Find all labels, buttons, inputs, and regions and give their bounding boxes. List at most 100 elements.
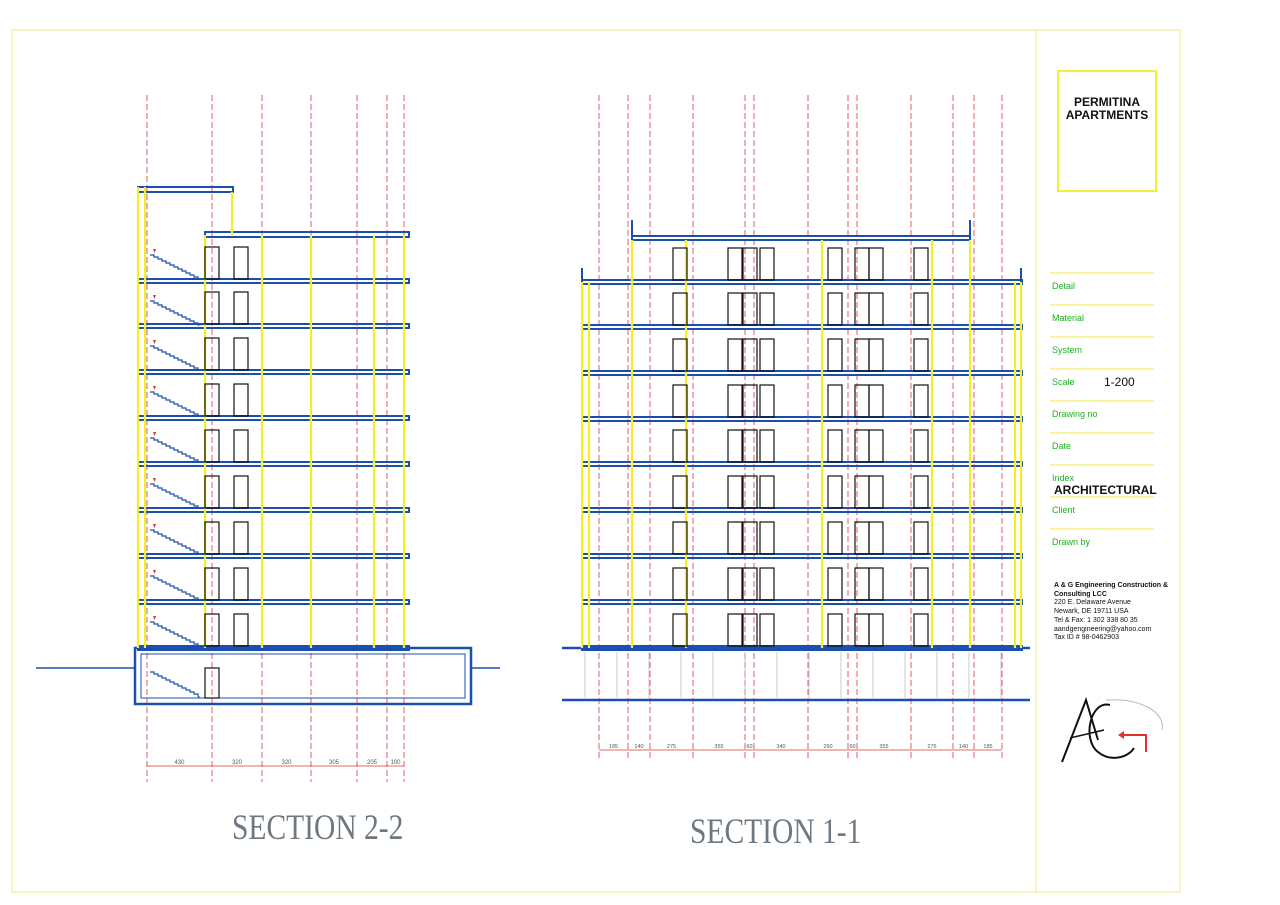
door	[827, 521, 843, 555]
door	[913, 613, 929, 647]
door	[672, 429, 688, 463]
field-detail-label: Detail	[1052, 281, 1076, 291]
floor-slab	[137, 278, 410, 284]
project-title: PERMITINA APARTMENTS	[1058, 96, 1156, 122]
door	[759, 613, 775, 647]
door	[727, 613, 743, 647]
door	[672, 247, 688, 281]
door	[204, 521, 220, 555]
field-drawn-by-label: Drawn by	[1052, 537, 1091, 547]
door	[233, 291, 249, 325]
field-material-label: Material	[1052, 313, 1085, 323]
basement-door	[204, 667, 220, 699]
door	[233, 246, 249, 280]
company-email: aandgengineering@yahoo.com	[1054, 625, 1152, 633]
door	[233, 337, 249, 371]
door	[913, 338, 929, 372]
door	[672, 384, 688, 418]
dimension-label: 205	[367, 760, 378, 766]
door	[672, 567, 688, 601]
door	[672, 475, 688, 509]
dimension-label: 140	[634, 744, 643, 750]
door	[727, 521, 743, 555]
floor-slab	[581, 599, 1023, 605]
door	[759, 521, 775, 555]
door	[759, 384, 775, 418]
dimension-label: 60	[746, 744, 752, 750]
floor-slab	[137, 323, 410, 329]
door	[204, 613, 220, 647]
door	[672, 613, 688, 647]
floor-slab	[137, 599, 410, 605]
door	[233, 429, 249, 463]
dimension-label: 275	[927, 744, 936, 750]
dimension-label: 60	[849, 744, 855, 750]
stair-flight	[150, 529, 205, 555]
company-logo	[1061, 696, 1163, 763]
door	[759, 292, 775, 326]
stair-flight	[150, 437, 205, 463]
dimension-label: 185	[983, 744, 992, 750]
floor-slab	[137, 415, 410, 421]
door	[913, 521, 929, 555]
door	[868, 247, 884, 281]
door	[742, 338, 758, 372]
basement-inner	[140, 653, 466, 699]
door	[913, 475, 929, 509]
floor-slab	[581, 370, 1023, 376]
door	[233, 383, 249, 417]
door	[913, 567, 929, 601]
door	[204, 567, 220, 601]
door	[204, 383, 220, 417]
door	[827, 384, 843, 418]
door	[727, 567, 743, 601]
company-tax-id: Tax ID # 98-0462903	[1054, 634, 1119, 642]
section-2-2-drawing	[36, 95, 500, 782]
floor-slab	[137, 507, 410, 513]
roof-slab	[631, 235, 971, 241]
door	[913, 429, 929, 463]
floor-slab	[137, 461, 410, 467]
dimension-label: 340	[776, 744, 785, 750]
level-marker	[153, 524, 156, 528]
level-marker	[153, 432, 156, 436]
door	[742, 521, 758, 555]
company-address-2: Newark, DE 19711 USA	[1054, 608, 1129, 616]
door	[868, 384, 884, 418]
dimension-label: 320	[281, 760, 292, 766]
stair-flight	[150, 483, 205, 509]
door	[868, 567, 884, 601]
section-2-2-title: SECTION 2-2	[232, 807, 404, 847]
door	[233, 613, 249, 647]
door	[727, 429, 743, 463]
floor-slab	[581, 461, 1023, 467]
door	[742, 567, 758, 601]
stair-roof-slab	[137, 186, 234, 193]
stair-flight	[150, 391, 205, 417]
floor-slab	[581, 279, 1023, 285]
door	[742, 292, 758, 326]
door	[727, 338, 743, 372]
field-index-label: Index	[1052, 473, 1075, 483]
company-name-line-2: Consulting LCC	[1054, 590, 1107, 598]
stair-flight	[150, 575, 205, 601]
door	[913, 292, 929, 326]
level-marker	[153, 570, 156, 574]
door	[827, 247, 843, 281]
door	[204, 246, 220, 280]
field-scale-value: 1-200	[1104, 375, 1135, 389]
floor-slab	[581, 553, 1023, 559]
dimension-label: 430	[174, 760, 185, 766]
basement-stair	[150, 671, 201, 699]
field-date-label: Date	[1052, 441, 1072, 451]
door	[233, 521, 249, 555]
basement-outline	[133, 646, 473, 706]
door	[868, 475, 884, 509]
dimension-label: 355	[714, 744, 723, 750]
stair-flight	[150, 621, 205, 647]
door	[233, 567, 249, 601]
door	[868, 613, 884, 647]
